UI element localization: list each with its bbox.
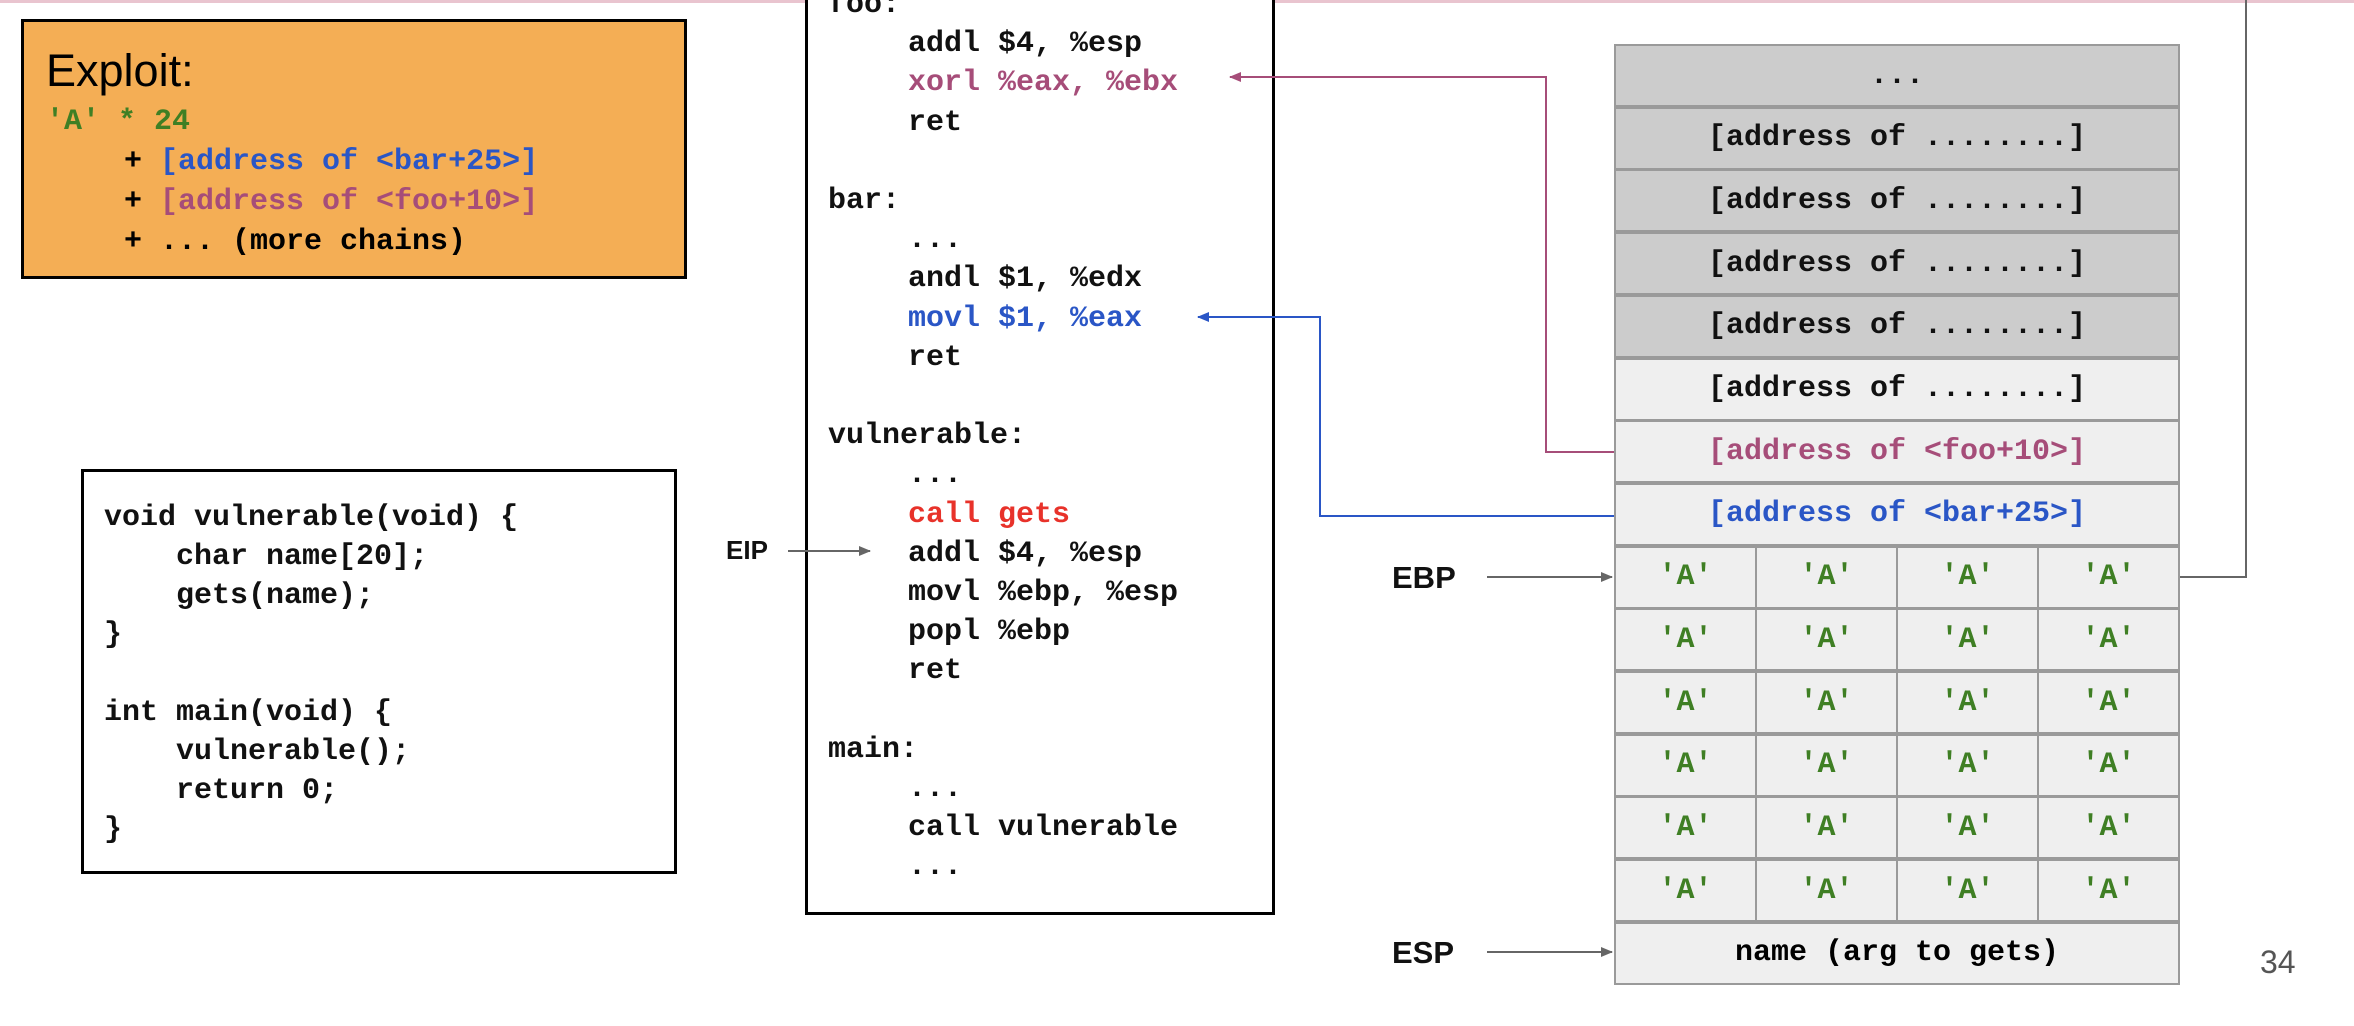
exploit-foo-line: + [address of <foo+10>] [124,187,538,217]
padding-byte-cell: 'A' [1896,610,2037,670]
stack-row-label: ... [1869,58,1924,93]
exploit-box: Exploit: 'A' * 24 + [address of <bar+25>… [21,19,687,279]
stack-row-label: name (arg to gets) [1734,936,2060,971]
stack-row-label: [address of ........] [1707,309,2087,344]
padding-byte-cell: 'A' [2037,861,2178,921]
stack-row-label: [address of <foo+10>] [1707,434,2087,469]
asm-line: addl $4, %esp [908,27,1143,62]
code-line: void vulnerable(void) { [104,501,519,535]
stack-row-padding: 'A''A''A''A' [1614,796,2180,860]
code-line: return 0; [104,774,339,808]
padding-byte-cell: 'A' [1755,861,1896,921]
asm-line: xorl %eax, %ebx [908,66,1179,101]
page-number: 34 [2260,944,2296,980]
padding-byte-cell: 'A' [2037,798,2178,858]
asm-line: call vulnerable [908,811,1179,846]
plus-sign: + [124,145,161,179]
padding-byte-cell: 'A' [1755,735,1896,795]
padding-byte-cell: 'A' [2037,610,2178,670]
exploit-more-line: + ... (more chains) [124,225,467,259]
padding-byte-cell: 'A' [1755,547,1896,607]
exploit-padding-line: 'A' * 24 [46,105,191,139]
stack-row: [address of ........] [1614,106,2180,170]
asm-line: ... [908,223,963,258]
padding-byte-cell: 'A' [2037,547,2178,607]
stack-row: ... [1614,44,2180,107]
plus-sign: + [124,185,161,219]
exploit-bar-address: [address of <bar+25>] [160,145,539,179]
padding-byte-cell: 'A' [1658,622,1713,657]
padding-byte-cell: 'A' [2037,673,2178,732]
asm-line: ... [908,772,963,806]
stack-row-padding: 'A''A''A''A' [1614,671,2180,734]
padding-byte-cell: 'A' [1658,810,1713,845]
padding-byte-cell: 'A' [1755,673,1896,732]
stack-row: [address of ........] [1614,169,2180,233]
asm-line: andl $1, %edx [908,262,1143,297]
asm-line: bar: [828,184,901,218]
asm-line: ret [908,654,963,689]
asm-line: ... [908,458,963,493]
asm-line: vulnerable: [828,419,1027,454]
asm-line: foo: [828,0,901,22]
eip-label: EIP [726,535,768,565]
stack-row: [address of <bar+25>] [1614,482,2180,546]
c-source-box: void vulnerable(void) { char name[20]; g… [81,469,677,874]
exploit-title: Exploit: [46,45,194,96]
assembly-box: foo: addl $4, %esp xorl %eax, %ebx ret bar:.… [805,0,1275,915]
padding-byte-cell: 'A' [1896,673,2037,732]
padding-byte-cell: 'A' [1755,610,1896,670]
esp-label: ESP [1392,935,1455,970]
stack-row: [address of <foo+10>] [1614,420,2180,484]
asm-line: ret [908,105,963,140]
padding-byte-cell: 'A' [1896,861,2037,921]
asm-line: popl %ebp [908,615,1071,650]
padding-byte-cell: 'A' [1896,735,2037,795]
asm-line: movl %ebp, %esp [908,576,1179,610]
padding-byte-cell: 'A' [1658,748,1713,783]
stack-row-padding: 'A''A''A''A' [1614,859,2180,923]
stack-row-label: [address of ........] [1707,183,2087,218]
stack-row-label: [address of ........] [1707,121,2087,156]
stack-row: [address of ........] [1614,357,2180,421]
stack-row-label: [address of ........] [1707,246,2087,281]
bar-return-arrow [1197,312,1614,517]
stack-row-label: [address of <bar+25>] [1707,497,2087,532]
code-line: gets(name); [104,579,375,613]
ebp-label: EBP [1392,560,1456,595]
asm-line: ret [908,340,963,375]
stack-row-padding: 'A''A''A''A' [1614,733,2180,797]
asm-line: movl $1, %eax [908,301,1143,336]
padding-byte-cell: 'A' [1658,685,1713,720]
exploit-bar-line: + [address of <bar+25>] [124,147,538,177]
padding-byte-cell: 'A' [1658,560,1713,595]
stack-row-name-arg: name (arg to gets) [1614,921,2180,985]
stack-row: [address of ........] [1614,294,2180,358]
asm-line: ... [908,850,963,885]
code-line: } [104,813,123,847]
asm-line: call gets [908,497,1071,532]
saved-ebp-connector [2180,0,2247,578]
padding-byte-cell: 'A' [1896,798,2037,858]
code-line: int main(void) { [104,696,393,730]
padding-byte-cell: 'A' [1896,547,2037,607]
asm-line: addl $4, %esp [908,536,1143,571]
code-line: } [104,618,123,652]
code-line: char name[20]; [104,540,429,574]
padding-byte-cell: 'A' [2037,735,2178,795]
stack-row-padding: 'A''A''A''A' [1614,608,2180,672]
exploit-foo-address: [address of <foo+10>] [160,185,539,219]
foo-return-arrow [1229,72,1614,453]
stack-row-padding: 'A''A''A''A' [1614,545,2180,609]
code-line: vulnerable(); [104,735,411,769]
stack-row-label: [address of ........] [1707,372,2087,406]
asm-line: main: [828,732,919,767]
padding-byte-cell: 'A' [1658,873,1713,908]
stack-row: [address of ........] [1614,232,2180,296]
padding-byte-cell: 'A' [1755,798,1896,858]
